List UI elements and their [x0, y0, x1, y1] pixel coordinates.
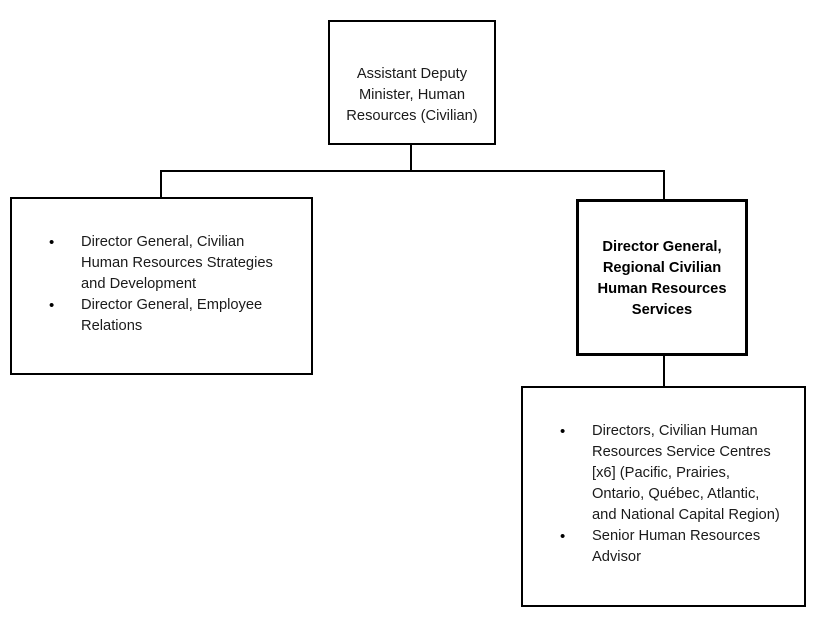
list-item: • Directors, Civilian Human Resources Se… — [560, 421, 785, 526]
bullet-icon: • — [560, 528, 566, 545]
connector-bus-to-left-group — [160, 170, 162, 199]
list-item: • Senior Human Resources Advisor — [560, 526, 785, 568]
list-item-label: Director General, Civilian Human Resourc… — [81, 234, 273, 292]
node-adm-title: Assistant Deputy Minister, Human Resourc… — [346, 66, 478, 124]
list-item: • Director General, Employee Relations — [49, 295, 289, 337]
node-left-director-general-group: • Director General, Civilian Human Resou… — [10, 197, 313, 375]
list-item-label: Directors, Civilian Human Resources Serv… — [592, 423, 780, 523]
connector-adm-to-bus — [410, 145, 412, 172]
node-director-general-regional: Director General, Regional Civilian Huma… — [576, 199, 748, 356]
left-group-list: • Director General, Civilian Human Resou… — [49, 232, 289, 337]
node-assistant-deputy-minister: Assistant Deputy Minister, Human Resourc… — [328, 20, 496, 145]
bullet-icon: • — [560, 423, 566, 440]
connector-bus-to-dg-regional — [663, 170, 665, 201]
regional-group-list: • Directors, Civilian Human Resources Se… — [560, 421, 785, 568]
connector-dg-regional-to-regional-group — [663, 354, 665, 388]
node-dg-regional-title: Director General, Regional Civilian Huma… — [597, 239, 727, 318]
bullet-icon: • — [49, 297, 55, 314]
bullet-icon: • — [49, 234, 55, 251]
list-item-label: Director General, Employee Relations — [81, 297, 263, 334]
list-item-label: Senior Human Resources Advisor — [592, 528, 761, 565]
list-item: • Director General, Civilian Human Resou… — [49, 232, 289, 295]
connector-horizontal-bus — [160, 170, 665, 172]
node-regional-directors-group: • Directors, Civilian Human Resources Se… — [521, 386, 806, 607]
